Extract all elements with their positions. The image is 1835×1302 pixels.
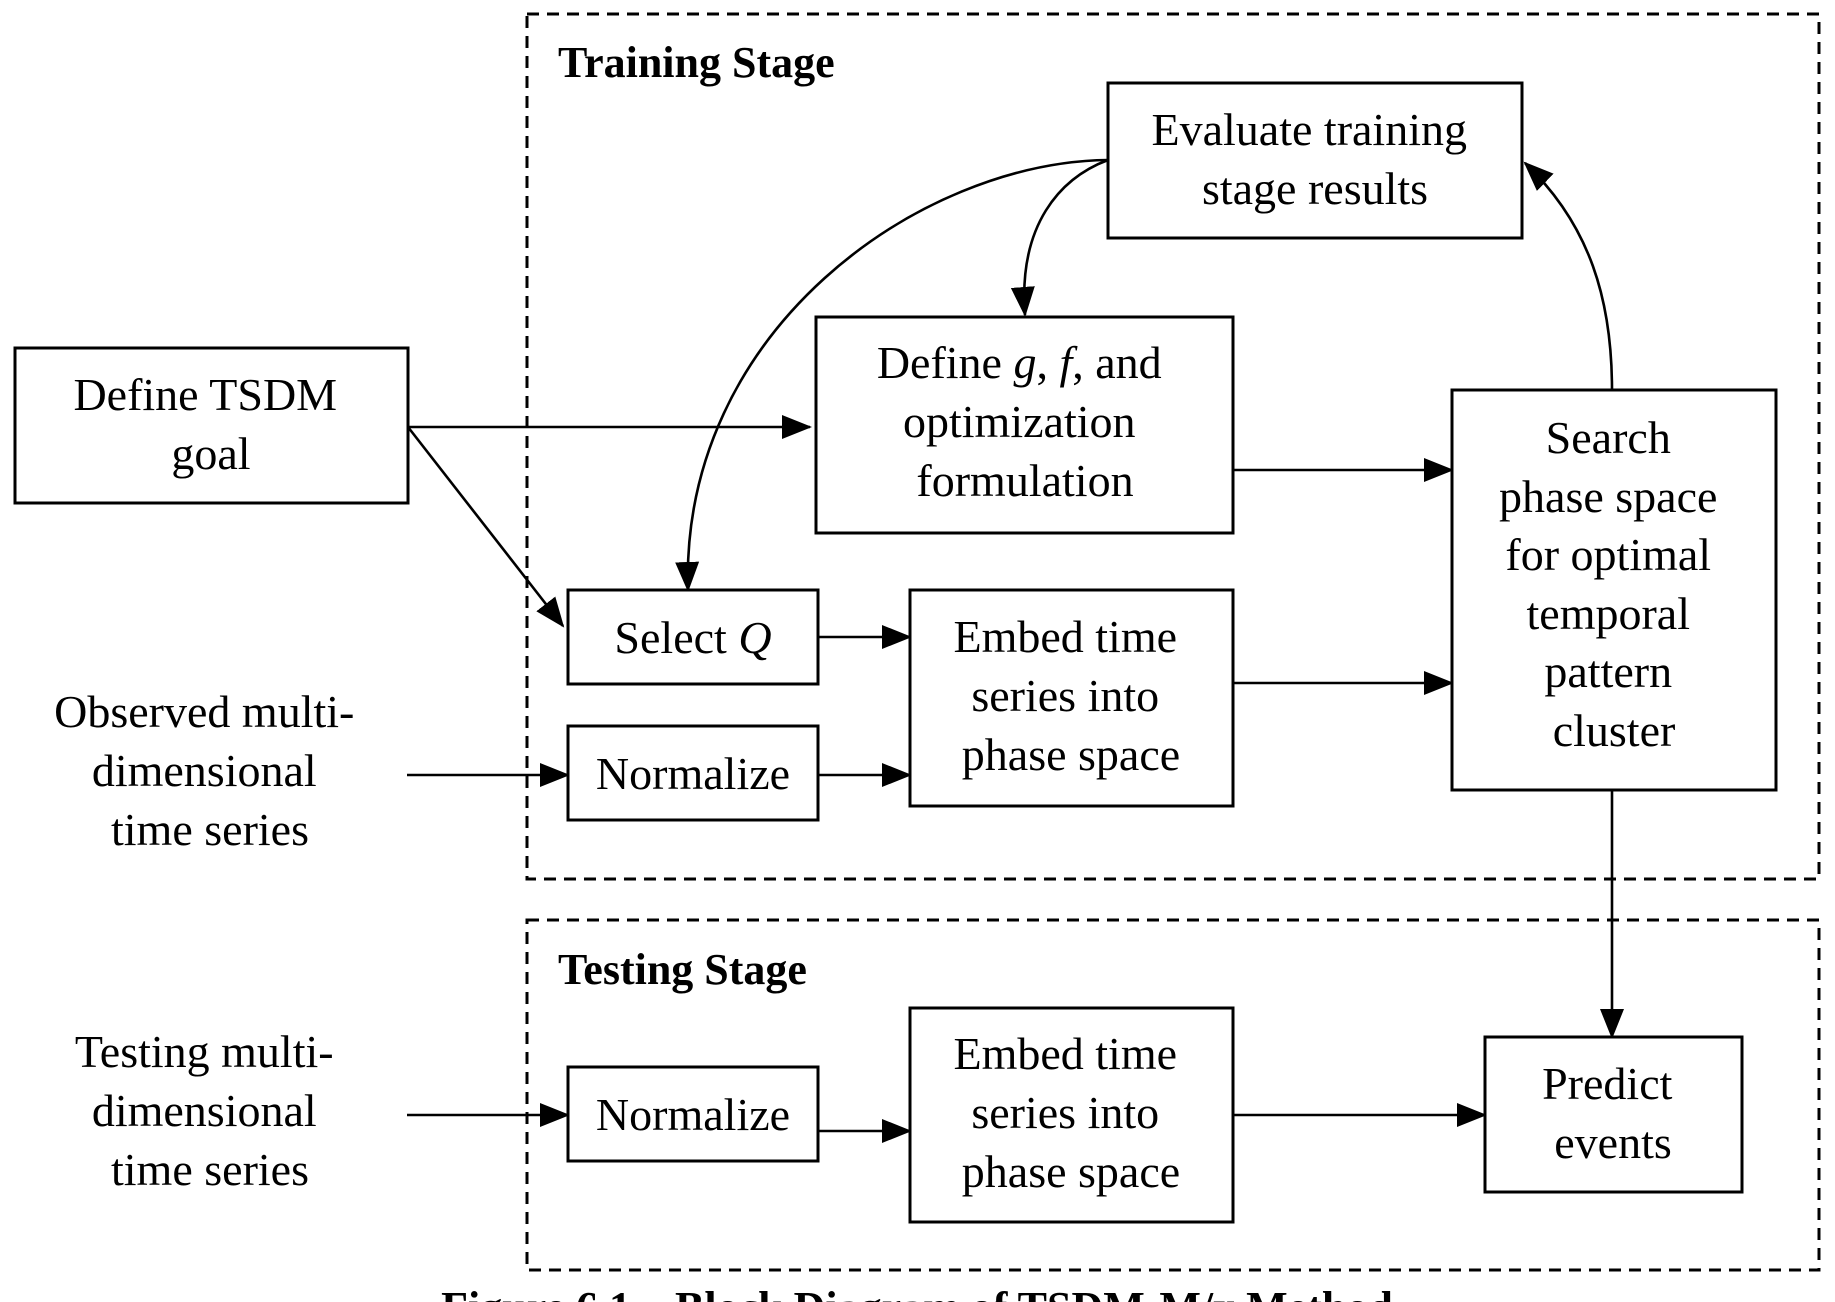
normalize-training-label: Normalize xyxy=(596,748,790,799)
observed-line-1: Observed multi- xyxy=(54,686,354,737)
svg-text:Define TSDM goal: Define TSDM goal xyxy=(73,369,348,479)
define-gf-sep: , xyxy=(1036,337,1059,388)
observed-line-3: time series xyxy=(111,804,309,855)
predict-line-1: Predict xyxy=(1542,1058,1673,1109)
figure-caption: Figure 6.1 – Block Diagram of TSDM-M/x M… xyxy=(441,1283,1393,1302)
search-line-3: for optimal xyxy=(1505,529,1711,580)
node-search-phase-space: Search phase space for optimal temporal … xyxy=(1450,388,1778,792)
define-gf-line-3: formulation xyxy=(916,455,1133,506)
node-define-g-f-optimization: Define g, f, and optimization formulatio… xyxy=(814,315,1235,535)
search-line-2: phase space xyxy=(1499,471,1717,522)
testing-line-3: time series xyxy=(111,1144,309,1195)
node-embed-training: Embed time series into phase space xyxy=(908,588,1235,808)
svg-text:Embed time series into: Embed time series into phase space xyxy=(953,1028,1188,1197)
embed-test-line-2: series into xyxy=(971,1087,1159,1138)
training-stage-region xyxy=(525,12,1821,881)
normalize-testing-label: Normalize xyxy=(596,1089,790,1140)
define-gf-line-1-post: , and xyxy=(1072,337,1161,388)
node-define-tsdm-goal: Define TSDM goal xyxy=(13,346,410,505)
observed-series-label: Observed multi- dimensional time series xyxy=(54,686,366,855)
select-q-var: Q xyxy=(738,612,771,663)
search-line-6: cluster xyxy=(1553,705,1676,756)
define-gf-var-g: g xyxy=(1013,337,1036,388)
node-normalize-testing: Normalize xyxy=(566,1065,820,1163)
define-gf-line-1-pre: Define xyxy=(877,337,1014,388)
svg-text:Select Q: Select Q xyxy=(614,612,771,663)
testing-series-label: Testing multi- dimensional time series xyxy=(75,1026,345,1195)
edge-define-goal-to-select-q xyxy=(406,426,565,628)
edges xyxy=(406,158,1624,1143)
svg-text:Embed time series into: Embed time series into phase space xyxy=(953,611,1188,780)
svg-text:Predict events: Predict events xyxy=(1542,1058,1684,1168)
embed-test-line-1: Embed time xyxy=(953,1028,1177,1079)
edge-evaluate-to-define-gf xyxy=(1010,158,1109,317)
search-line-5: pattern xyxy=(1544,646,1672,697)
search-line-1: Search xyxy=(1546,412,1671,463)
edge-evaluate-to-select-q xyxy=(675,158,1109,592)
node-predict-events: Predict events xyxy=(1483,1035,1744,1194)
predict-line-2: events xyxy=(1554,1117,1672,1168)
node-embed-testing: Embed time series into phase space xyxy=(908,1006,1235,1224)
node-select-q: Select Q xyxy=(566,588,820,686)
observed-line-2: dimensional xyxy=(92,745,317,796)
training-stage-title: Training Stage xyxy=(558,38,835,87)
evaluate-line-1: Evaluate training xyxy=(1152,104,1468,155)
search-line-4: temporal xyxy=(1527,588,1691,639)
define-goal-line-1: Define TSDM xyxy=(73,369,337,420)
embed-train-line-3: phase space xyxy=(962,729,1180,780)
svg-text:Define g, f, and optimiz: Define g, f, and optimization formulatio… xyxy=(877,337,1173,506)
testing-stage-region xyxy=(525,918,1821,1272)
embed-train-line-1: Embed time xyxy=(953,611,1177,662)
define-gf-line-2: optimization xyxy=(903,396,1136,447)
testing-line-1: Testing multi- xyxy=(75,1026,334,1077)
embed-train-line-2: series into xyxy=(971,670,1159,721)
select-q-pre: Select xyxy=(614,612,738,663)
embed-test-line-3: phase space xyxy=(962,1146,1180,1197)
svg-text:Search phase space: Search phase space for optimal temporal … xyxy=(1499,412,1729,756)
testing-stage-title: Testing Stage xyxy=(558,945,807,994)
node-evaluate-training-results: Evaluate training stage results xyxy=(1106,81,1524,240)
edge-search-to-evaluate xyxy=(1523,161,1614,391)
node-normalize-training: Normalize xyxy=(566,724,820,822)
testing-line-2: dimensional xyxy=(92,1085,317,1136)
evaluate-line-2: stage results xyxy=(1202,163,1428,214)
define-goal-line-2: goal xyxy=(171,428,250,479)
svg-text:Evaluate training stage: Evaluate training stage results xyxy=(1152,104,1479,214)
